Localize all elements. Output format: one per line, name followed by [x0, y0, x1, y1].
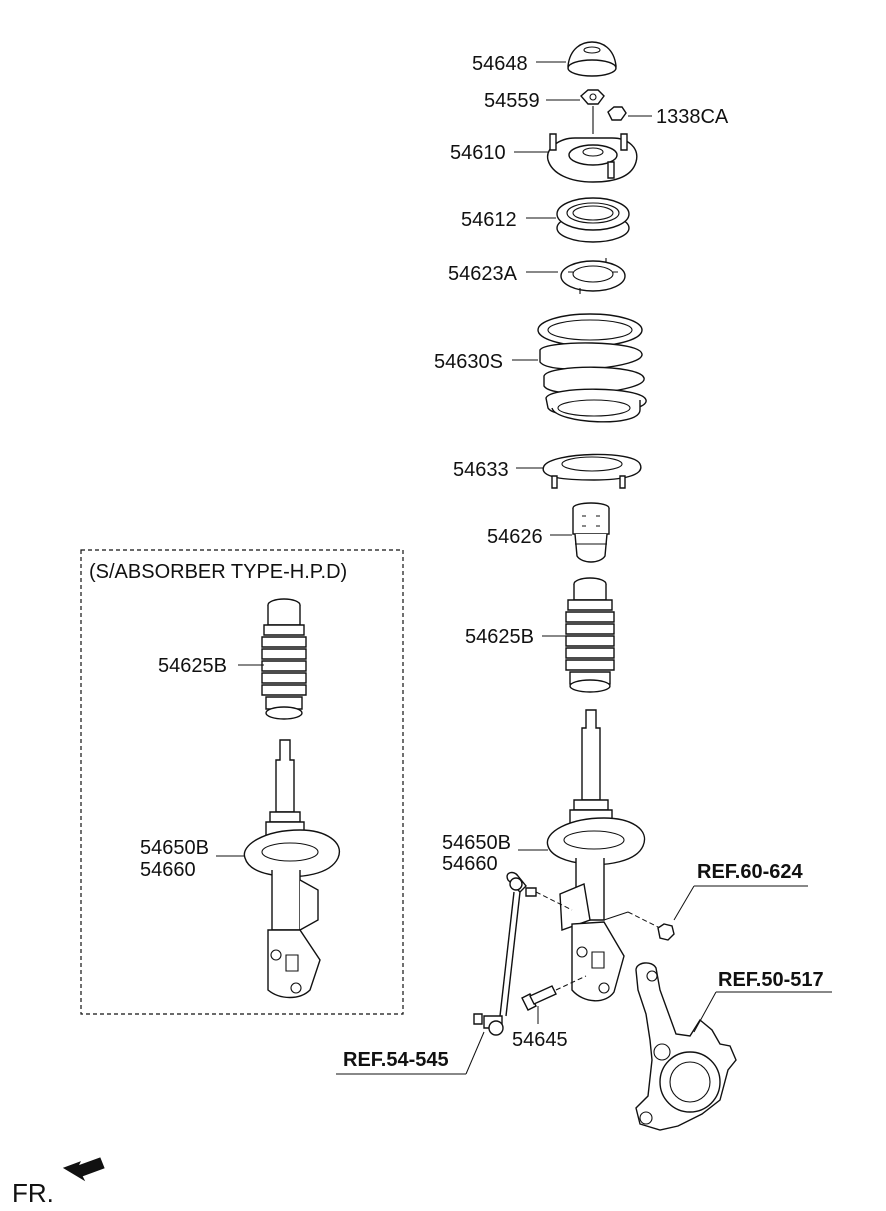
ref-60-624-callout: REF.60-624 — [673, 861, 808, 921]
strut-bearing-illustration — [556, 197, 630, 243]
dust-cap-illustration — [567, 41, 617, 77]
label-mount-nut: 1338CA — [656, 106, 729, 128]
lower-spring-pad-illustration — [542, 453, 642, 489]
bump-stopper-illustration — [572, 502, 610, 563]
stabilizer-link-illustration — [473, 871, 573, 1036]
steering-knuckle-illustration — [635, 962, 737, 1131]
label-bumper: 54626 — [487, 526, 543, 548]
ref-label-nut: REF.60-624 — [697, 861, 803, 883]
direction-label: FR. — [12, 1178, 54, 1208]
coil-spring-illustration — [537, 313, 647, 423]
label-bolt: 54645 — [512, 1029, 568, 1051]
label-boot: 54625B — [465, 626, 534, 648]
mount-nut-illustration — [607, 106, 627, 121]
front-direction-indicator: FR. — [12, 1157, 105, 1208]
label-spring: 54630S — [434, 351, 503, 373]
inset-strut-illustration — [243, 739, 341, 999]
strut-insulator-illustration — [546, 106, 638, 183]
upper-spring-seat-illustration — [560, 258, 626, 294]
ref-label-knuckle: REF.50-517 — [718, 969, 824, 991]
label-lower-pad: 54633 — [453, 459, 509, 481]
label-cap: 54648 — [472, 53, 528, 75]
ref-label-link: REF.54-545 — [343, 1049, 449, 1071]
label-insulator: 54610 — [450, 142, 506, 164]
dust-boot-illustration — [565, 577, 615, 693]
lock-nut-illustration — [580, 89, 605, 105]
strut-assembly-illustration — [546, 709, 665, 1002]
inset-dust-boot-illustration — [261, 598, 307, 720]
ref-54-545-callout: REF.54-545 — [336, 1031, 485, 1075]
inset-border — [80, 549, 404, 1015]
strut-nut-illustration — [657, 923, 675, 941]
inset-strut-label-a: 54650B — [140, 837, 209, 859]
inset-strut-label-b: 54660 — [140, 859, 196, 881]
label-bearing: 54612 — [461, 209, 517, 231]
label-nut: 54559 — [484, 90, 540, 112]
label-upper-seat: 54623A — [448, 263, 518, 285]
label-strut-b: 54660 — [442, 853, 498, 875]
inset-boot-label: 54625B — [158, 655, 227, 677]
inset-title: (S/ABSORBER TYPE-H.P.D) — [89, 561, 347, 583]
ref-50-517-callout: REF.50-517 — [693, 969, 832, 1033]
inset-panel: (S/ABSORBER TYPE-H.P.D) 54625B 54650 — [80, 549, 404, 1015]
direction-arrow-icon — [62, 1157, 105, 1182]
mounting-bolt-illustration — [521, 975, 587, 1011]
label-strut-a: 54650B — [442, 832, 511, 854]
